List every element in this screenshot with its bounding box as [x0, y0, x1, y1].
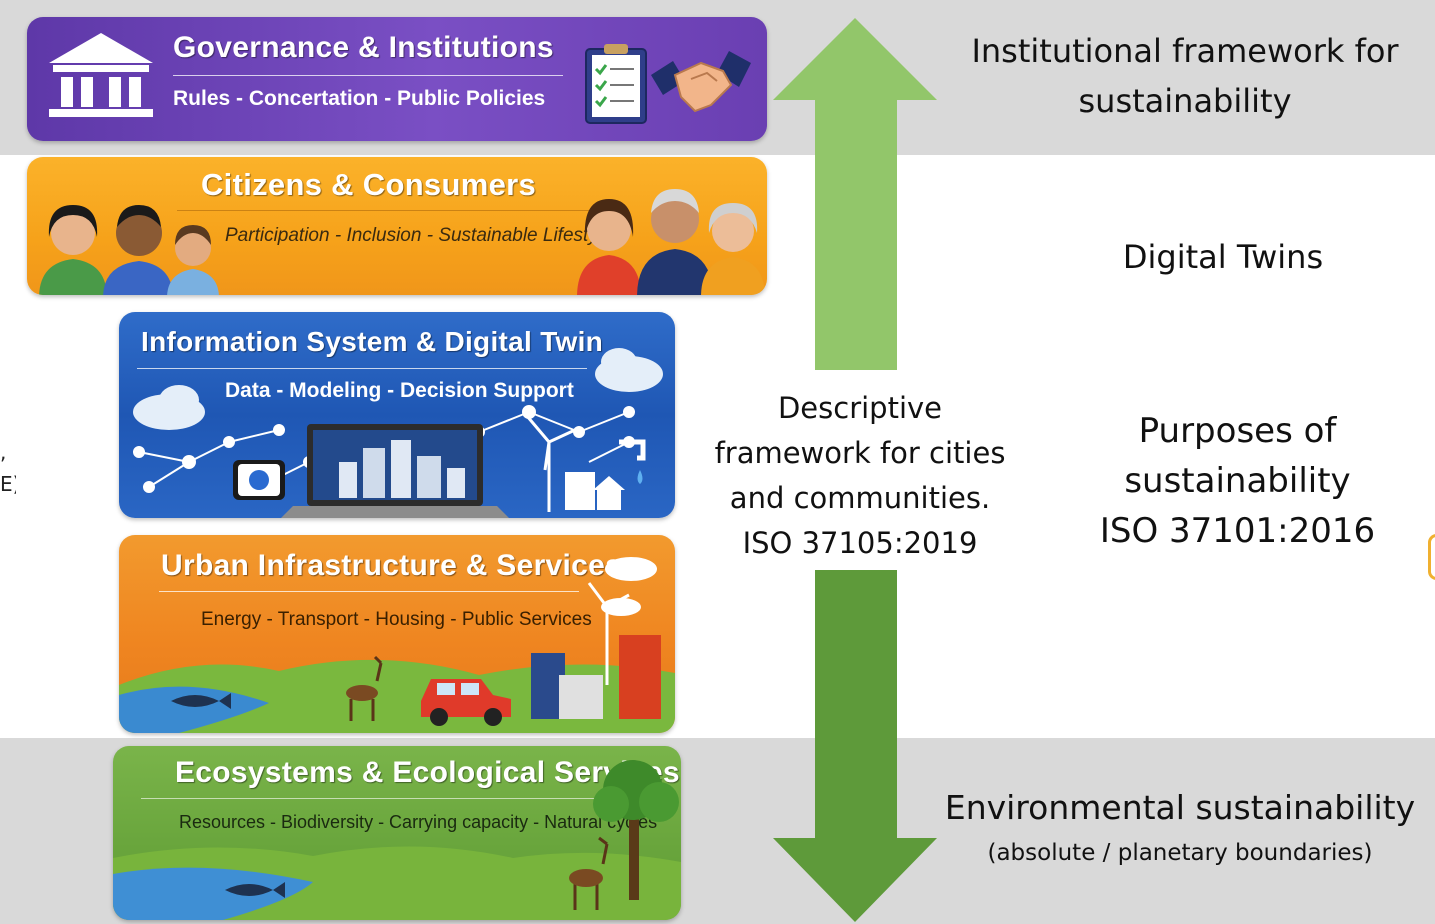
center-line-2: framework for cities [714, 436, 1006, 470]
vertical-double-arrow [773, 18, 937, 922]
people-illustration-right [577, 189, 765, 295]
information-title: Information System & Digital Twin [141, 326, 604, 357]
planetary-boundaries-note: (absolute / planetary boundaries) [987, 840, 1373, 866]
governance-layer: Governance & Institutions Rules - Concer… [27, 17, 767, 141]
arrow-down [773, 570, 937, 922]
checklist-icon [585, 44, 647, 124]
digital-twins-label: Digital Twins [1122, 238, 1324, 276]
ecosystems-layer: Ecosystems & Ecological Services Resourc… [113, 746, 681, 920]
citizens-title: Citizens & Consumers [201, 167, 537, 202]
center-line-4: ISO 37105:2019 [742, 526, 978, 560]
center-line-3: and communities. [729, 481, 991, 515]
purposes-label: Purposes of sustainability ISO 37101:201… [1099, 411, 1376, 551]
left-fragment-1: , [0, 440, 7, 464]
urban-title: Urban Infrastructure & Services [161, 549, 623, 582]
ecosystems-title: Ecosystems & Ecological Services [175, 756, 680, 789]
governance-title: Governance & Institutions [173, 31, 554, 64]
network-illustration [133, 348, 663, 518]
information-layer: Information System & Digital Twin Data -… [119, 312, 675, 518]
ecosystems-subtitle: Resources - Biodiversity - Carrying capa… [179, 812, 658, 832]
citizens-layer: Citizens & Consumers Participation - Inc… [27, 157, 767, 295]
urban-subtitle: Energy - Transport - Housing - Public Se… [201, 609, 592, 630]
environmental-sustainability-label: Environmental sustainability [944, 788, 1416, 827]
fish-icon [171, 693, 231, 709]
institutional-framework-label: Institutional framework for sustainabili… [971, 32, 1399, 120]
people-illustration-left [39, 205, 219, 295]
urban-illustration [119, 557, 675, 733]
handshake-icon [651, 51, 751, 113]
ecosystem-illustration [113, 760, 681, 920]
edge-decoration [1428, 534, 1435, 580]
urban-layer: Urban Infrastructure & Services Energy -… [119, 535, 675, 733]
fish-icon [225, 882, 285, 898]
citizens-subtitle: Participation - Inclusion - Sustainable … [225, 225, 623, 246]
deer-icon [349, 655, 383, 721]
descriptive-framework-label: Descriptive framework for cities and com… [700, 386, 1020, 566]
governance-subtitle: Rules - Concertation - Public Policies [173, 87, 546, 110]
information-subtitle: Data - Modeling - Decision Support [225, 379, 574, 402]
institution-icon [49, 33, 153, 117]
deer-icon [573, 836, 609, 910]
tree-icon [593, 760, 679, 900]
wind-turbine-icon [525, 415, 576, 512]
arrow-up [773, 18, 937, 370]
car-icon [421, 679, 511, 726]
center-line-1: Descriptive [777, 391, 943, 425]
laptop-city-icon [281, 424, 509, 518]
left-fragment-2: E) [0, 472, 16, 496]
